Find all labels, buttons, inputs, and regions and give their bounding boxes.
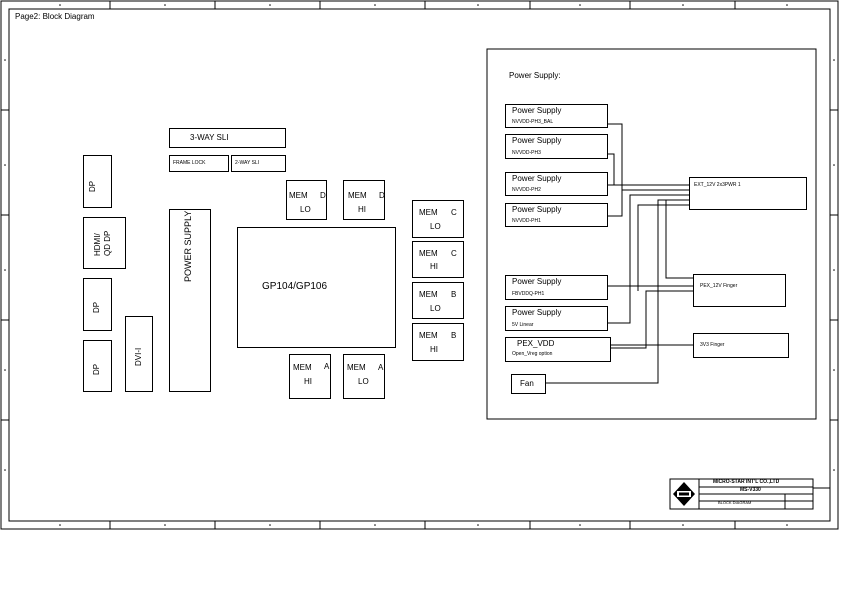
ext-12v-connector: EXT_12V 2x3PWR 1 <box>689 177 807 210</box>
hdmi-qddp-label: HDMI/ QD DP <box>93 230 112 256</box>
pex-12v-finger: PEX_12V Finger <box>693 274 786 307</box>
supply-rail: 5V Linear <box>512 322 534 328</box>
power-supply-ph3-bal: Power Supply NVVDD-PH3_BAL <box>505 104 608 128</box>
gpu-label: GP104/GP106 <box>262 281 328 292</box>
outer-border <box>0 0 839 530</box>
fan-box: Fan <box>511 374 546 394</box>
memory-d-lo: MEM D LO <box>286 180 327 220</box>
pex-vdd-label: PEX_VDD <box>517 339 555 348</box>
pex-12v-label: PEX_12V Finger <box>700 283 738 289</box>
power-wires <box>545 123 693 384</box>
mem-position: LO <box>430 222 441 231</box>
zone-dots <box>4 4 835 526</box>
hdmi-qddp-connector: HDMI/ QD DP <box>83 217 126 269</box>
memory-c-lo: MEM C LO <box>412 200 464 238</box>
supply-rail: FBVDDQ-PH1 <box>512 291 545 297</box>
supply-rail: NVVDD-PH3 <box>512 150 541 156</box>
dvi-connector: DVI-I <box>125 316 153 392</box>
mem-channel: B <box>451 290 457 299</box>
mem-position: LO <box>430 304 441 313</box>
memory-d-hi: MEM D HI <box>343 180 385 220</box>
supply-label: Power Supply <box>512 174 562 183</box>
frame-lock-label: FRAME LOCK <box>173 160 206 166</box>
power-supply-ph1: Power Supply NVVDD-PH1 <box>505 203 608 227</box>
supply-rail: NVVDD-PH2 <box>512 187 541 193</box>
supply-rail: NVVDD-PH1 <box>512 218 541 224</box>
dp-connector-3: DP <box>83 340 112 392</box>
finger-3v3-label: 3V3 Finger <box>700 342 725 348</box>
title-block-frame <box>669 478 830 510</box>
three-way-sli-label: 3-WAY SLI <box>190 133 229 142</box>
inner-border <box>8 8 831 522</box>
logo-icon <box>673 482 695 506</box>
company-name: MICRO-STAR INT'L CO.,LTD <box>713 479 780 485</box>
supply-rail: NVVDD-PH3_BAL <box>512 119 554 125</box>
power-supply-label: POWER SUPPLY <box>183 210 193 282</box>
mem-label: MEM <box>293 363 312 372</box>
mem-a-hi-channel: A <box>324 362 330 371</box>
three-way-sli-box: 3-WAY SLI <box>169 128 286 148</box>
mem-position: HI <box>430 345 438 354</box>
mem-label: MEM <box>419 290 438 299</box>
dp-label: DP <box>92 363 101 375</box>
mem-channel: C <box>451 208 457 217</box>
memory-b-lo: MEM B LO <box>412 282 464 319</box>
memory-a-lo: MEM A LO <box>343 354 385 399</box>
power-supply-5v-linear: Power Supply 5V Linear <box>505 306 608 331</box>
fan-label: Fan <box>520 379 534 388</box>
finger-3v3: 3V3 Finger <box>693 333 789 358</box>
supply-label: Power Supply <box>512 205 562 214</box>
two-way-sli-label: 2-WAY SLI <box>235 160 260 166</box>
mem-channel: A <box>378 363 384 372</box>
dp-connector-1: DP <box>83 155 112 208</box>
mem-channel: B <box>451 331 457 340</box>
power-panel-title: Power Supply: <box>509 71 561 80</box>
supply-label: Power Supply <box>512 308 562 317</box>
mem-position: HI <box>304 377 312 386</box>
mem-label: MEM <box>419 249 438 258</box>
memory-b-hi: MEM B HI <box>412 323 464 361</box>
mem-label: MEM <box>348 191 367 200</box>
ext-12v-label: EXT_12V 2x3PWR 1 <box>694 182 741 188</box>
two-way-sli-box: 2-WAY SLI <box>231 155 286 172</box>
power-supply-ph2: Power Supply NVVDD-PH2 <box>505 172 608 196</box>
mem-label: MEM <box>419 208 438 217</box>
zone-ticks <box>1 1 838 529</box>
mem-channel: C <box>451 249 457 258</box>
mem-channel: D <box>320 191 326 200</box>
gpu-block: GP104/GP106 <box>237 227 396 348</box>
supply-label: Power Supply <box>512 136 562 145</box>
mem-position: HI <box>430 262 438 271</box>
dp-label: DP <box>88 180 97 192</box>
mem-position: LO <box>358 377 369 386</box>
mem-position: HI <box>358 205 366 214</box>
dvi-label: DVI-I <box>134 347 143 366</box>
mem-position: LO <box>300 205 311 214</box>
dp-label: DP <box>92 301 101 313</box>
supply-label: Power Supply <box>512 106 562 115</box>
power-supply-ph3: Power Supply NVVDD-PH3 <box>505 134 608 159</box>
page-title: Page2: Block Diagram <box>15 12 95 21</box>
pex-vdd-sub: Open_Vreg option <box>512 351 553 357</box>
power-panel-frame <box>486 48 817 420</box>
power-supply-fbvddq: Power Supply FBVDDQ-PH1 <box>505 275 608 300</box>
dp-connector-2: DP <box>83 278 112 331</box>
supply-label: Power Supply <box>512 277 562 286</box>
sheet-title: BLOCK DIAGRAM <box>718 500 752 505</box>
memory-c-hi: MEM C HI <box>412 241 464 278</box>
frame-lock-box: FRAME LOCK <box>169 155 229 172</box>
memory-a-hi: MEM HI <box>289 354 331 399</box>
power-supply-block: POWER SUPPLY <box>169 209 211 392</box>
pex-vdd-box: PEX_VDD Open_Vreg option <box>505 337 611 362</box>
mem-label: MEM <box>347 363 366 372</box>
model-number: MS-V330 <box>740 487 761 493</box>
mem-label: MEM <box>289 191 308 200</box>
mem-channel: D <box>379 191 385 200</box>
mem-label: MEM <box>419 331 438 340</box>
